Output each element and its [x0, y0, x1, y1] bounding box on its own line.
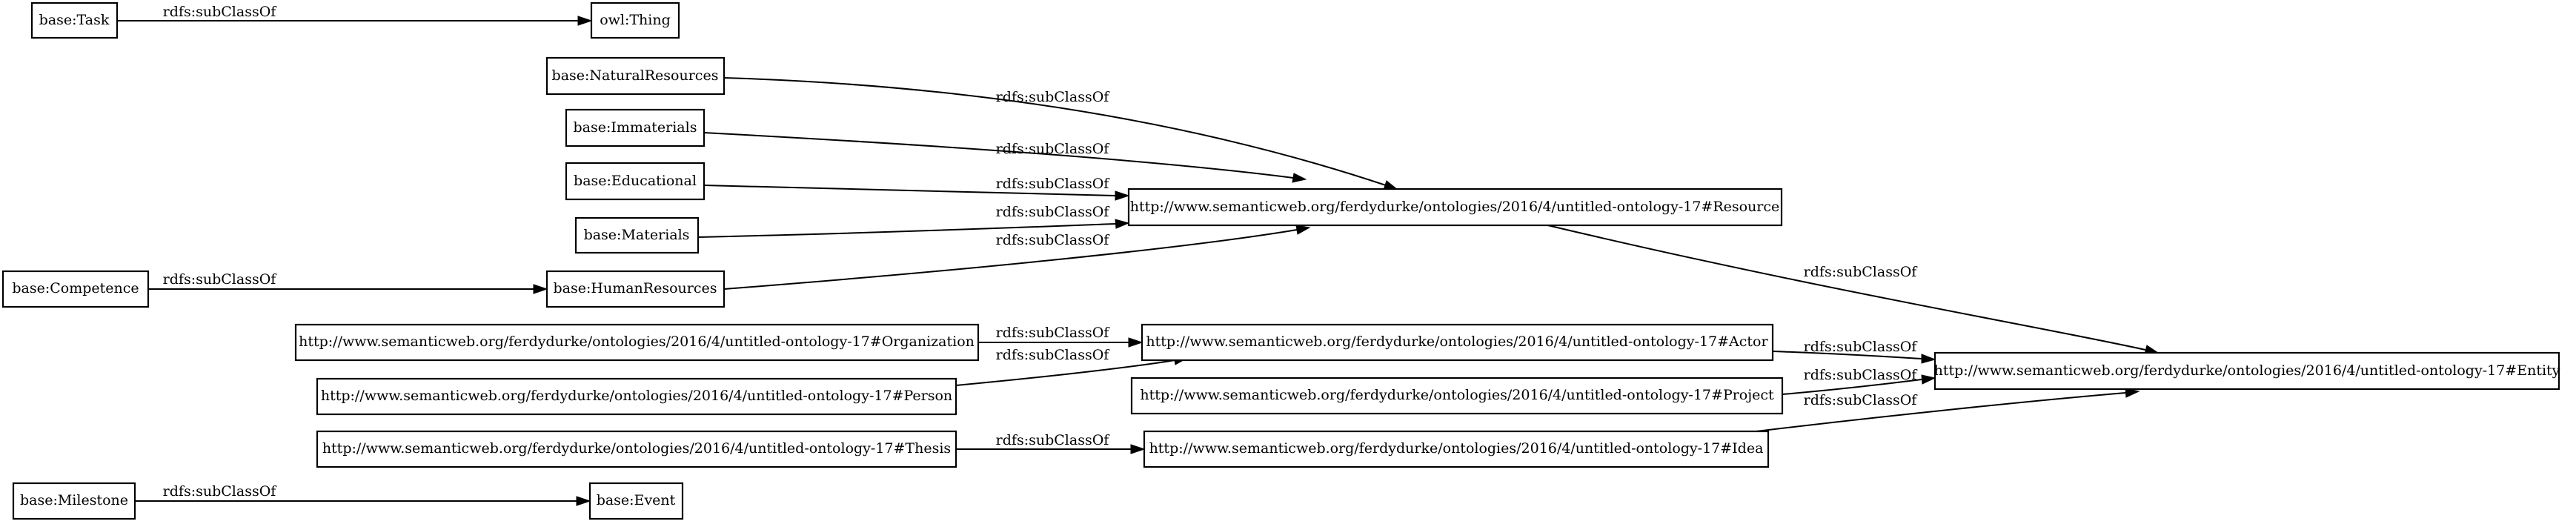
edge-label: rdfs:subClassOf — [163, 4, 278, 20]
edge-line — [1541, 223, 2146, 351]
node-label: base:NaturalResources — [552, 67, 719, 84]
edge-label: rdfs:subClassOf — [1804, 392, 1919, 408]
arrowhead — [1128, 337, 1143, 348]
arrowhead — [1295, 225, 1311, 235]
edge-competence-humanresources: rdfs:subClassOf — [148, 271, 548, 294]
node-competence[interactable]: base:Competence — [1, 270, 150, 308]
edge-milestone-event: rdfs:subClassOf — [135, 483, 591, 506]
node-label: base:Immaterials — [574, 119, 697, 136]
arrowhead — [1292, 173, 1307, 183]
node-label: http://www.semanticweb.org/ferdydurke/on… — [1934, 362, 2560, 379]
node-label: base:Event — [597, 492, 676, 508]
edge-materials-resource: rdfs:subClassOf — [697, 204, 1130, 238]
edge-label: rdfs:subClassOf — [996, 325, 1111, 341]
node-event[interactable]: base:Event — [588, 482, 684, 520]
node-label: http://www.semanticweb.org/ferdydurke/on… — [1149, 440, 1764, 457]
node-project[interactable]: http://www.semanticweb.org/ferdydurke/on… — [1130, 377, 1784, 415]
node-materials[interactable]: base:Materials — [574, 216, 700, 254]
arrowhead — [1115, 190, 1130, 201]
arrowhead — [1115, 219, 1130, 229]
edge-label: rdfs:subClassOf — [996, 176, 1111, 192]
node-label: base:Task — [39, 12, 110, 28]
edge-label: rdfs:subClassOf — [163, 483, 278, 500]
node-label: owl:Thing — [600, 12, 671, 28]
node-label: http://www.semanticweb.org/ferdydurke/on… — [1146, 334, 1768, 350]
edge-label: rdfs:subClassOf — [1804, 264, 1919, 280]
node-resource[interactable]: http://www.semanticweb.org/ferdydurke/on… — [1127, 188, 1783, 227]
edge-immaterials-resource: rdfs:subClassOf — [703, 132, 1307, 183]
node-entity[interactable]: http://www.semanticweb.org/ferdydurke/on… — [1934, 351, 2560, 391]
edge-label: rdfs:subClassOf — [996, 347, 1111, 363]
edge-line — [955, 359, 1175, 386]
node-label: http://www.semanticweb.org/ferdydurke/on… — [1140, 387, 1774, 403]
edge-label: rdfs:subClassOf — [996, 204, 1111, 220]
edge-label: rdfs:subClassOf — [996, 232, 1111, 248]
node-person[interactable]: http://www.semanticweb.org/ferdydurke/on… — [316, 377, 957, 416]
node-human-resources[interactable]: base:HumanResources — [545, 270, 726, 308]
node-owl-thing[interactable]: owl:Thing — [590, 1, 680, 39]
node-label: http://www.semanticweb.org/ferdydurke/on… — [299, 334, 975, 350]
node-label: base:Materials — [584, 227, 690, 243]
edge-label: rdfs:subClassOf — [996, 432, 1111, 448]
node-label: http://www.semanticweb.org/ferdydurke/on… — [1130, 199, 1780, 215]
node-milestone[interactable]: base:Milestone — [12, 482, 136, 520]
arrowhead — [533, 284, 548, 294]
edge-line — [697, 223, 1116, 238]
node-idea[interactable]: http://www.semanticweb.org/ferdydurke/on… — [1143, 430, 1770, 468]
edge-line — [1782, 379, 1922, 395]
edge-line — [1772, 351, 1922, 359]
edge-label: rdfs:subClassOf — [1804, 367, 1919, 383]
node-natural-resources[interactable]: base:NaturalResources — [545, 56, 726, 96]
node-label: base:Milestone — [20, 492, 128, 508]
edge-label: rdfs:subClassOf — [1804, 339, 1919, 355]
arrowhead — [577, 16, 593, 26]
arrowhead — [1921, 354, 1936, 364]
edge-educational-resource: rdfs:subClassOf — [703, 176, 1130, 201]
node-label: http://www.semanticweb.org/ferdydurke/on… — [321, 388, 952, 404]
edge-line — [703, 132, 1294, 179]
arrowhead — [576, 496, 591, 506]
node-task[interactable]: base:Task — [30, 1, 119, 39]
arrowhead — [1921, 374, 1936, 385]
edge-actor-entity: rdfs:subClassOf — [1772, 339, 1936, 364]
edge-humanresources-resource: rdfs:subClassOf — [723, 225, 1311, 290]
edge-resource-entity: rdfs:subClassOf — [1541, 223, 2160, 355]
edge-line — [723, 77, 1387, 186]
node-label: base:Educational — [574, 173, 697, 189]
edge-line — [723, 229, 1298, 290]
node-label: base:HumanResources — [554, 280, 717, 296]
node-immaterials[interactable]: base:Immaterials — [565, 108, 706, 147]
edge-thesis-idea: rdfs:subClassOf — [956, 432, 1146, 454]
node-educational[interactable]: base:Educational — [565, 162, 706, 201]
node-label: base:Competence — [12, 280, 139, 296]
node-label: http://www.semanticweb.org/ferdydurke/on… — [322, 440, 951, 457]
edge-organization-actor: rdfs:subClassOf — [978, 325, 1143, 348]
node-thesis[interactable]: http://www.semanticweb.org/ferdydurke/on… — [316, 430, 957, 468]
edge-label: rdfs:subClassOf — [996, 89, 1111, 105]
arrowhead — [1130, 444, 1146, 454]
node-organization[interactable]: http://www.semanticweb.org/ferdydurke/on… — [294, 323, 980, 362]
node-actor[interactable]: http://www.semanticweb.org/ferdydurke/on… — [1141, 323, 1774, 362]
edge-naturalresources-resource: rdfs:subClassOf — [723, 77, 1399, 190]
edge-project-entity: rdfs:subClassOf — [1782, 367, 1936, 395]
edge-label: rdfs:subClassOf — [163, 271, 278, 288]
edge-line — [703, 185, 1116, 196]
edge-idea-entity: rdfs:subClassOf — [1719, 388, 2140, 437]
edge-line — [1719, 392, 2126, 437]
edge-task-thing: rdfs:subClassOf — [117, 4, 593, 26]
edge-label: rdfs:subClassOf — [996, 141, 1111, 157]
